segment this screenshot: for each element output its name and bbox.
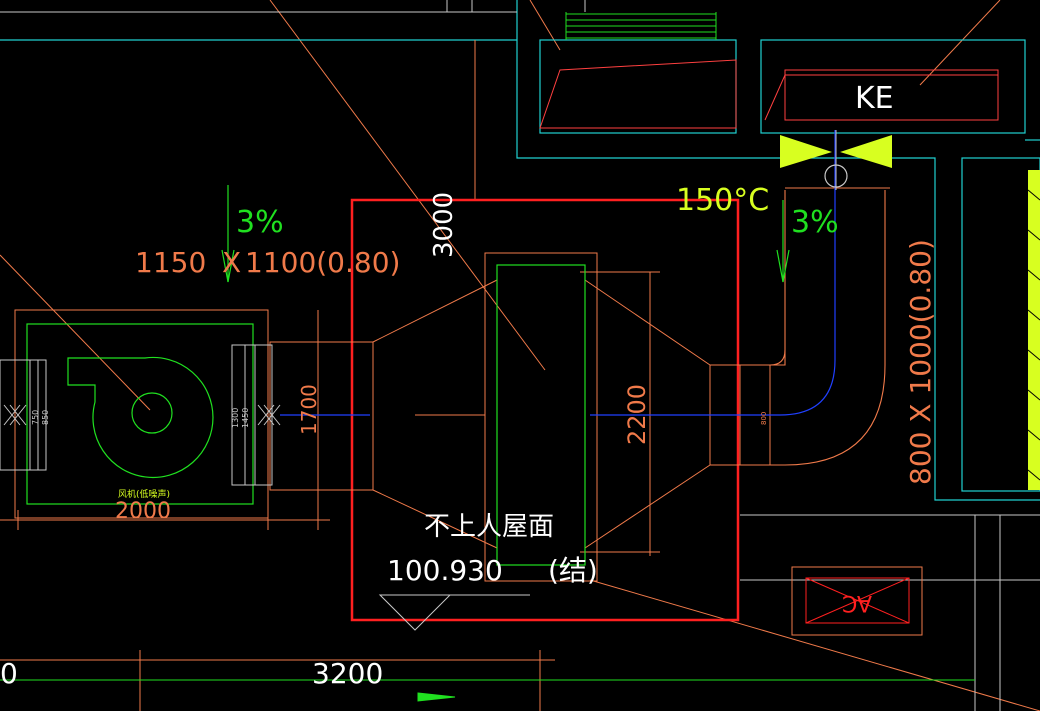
elevation-marker-icon — [378, 594, 452, 631]
dim-3200: 3200 — [312, 657, 383, 690]
fan-unit[interactable] — [0, 309, 281, 519]
elevation-value: 100.930 — [387, 554, 503, 587]
dim-3000: 3000 — [429, 192, 459, 258]
roof-equipment-boundary[interactable] — [350, 198, 740, 622]
ke-label: KE — [855, 81, 894, 116]
dim-2000: 2000 — [115, 499, 171, 524]
small-dim: 800 — [760, 412, 768, 425]
green-dimension-line — [0, 679, 975, 702]
slope-right-label: 3% — [791, 205, 839, 240]
coil-section — [496, 264, 586, 566]
fan-dim-b: 850 — [41, 410, 50, 425]
dim-0: 0 — [0, 657, 18, 690]
duct-right-size: 800 X 1000(0.80) — [904, 239, 937, 485]
duct-left-x-icon: X — [222, 246, 241, 279]
roof-label: 不上人屋面 — [424, 512, 554, 542]
dim-1700: 1700 — [297, 384, 321, 435]
structure-note: (结) — [548, 554, 598, 587]
fan-dim-c: 1300 — [231, 408, 240, 428]
exhaust-hood-shapes — [539, 59, 999, 129]
cyan-outlines — [0, 0, 1040, 501]
duct-centerline — [280, 130, 836, 416]
duct-left-size: 1100(0.80) — [245, 246, 400, 279]
temperature-label: 150°C — [676, 183, 769, 218]
louver-lines — [565, 12, 717, 40]
ac-label: AC — [842, 590, 872, 615]
slope-left-label: 3% — [236, 205, 284, 240]
duct-left-width: 1150 — [135, 246, 206, 279]
slope-arrows — [221, 185, 790, 283]
fan-label: 风机(低噪声) — [118, 488, 170, 500]
side-louver — [1027, 170, 1040, 490]
fire-damper[interactable] — [780, 135, 892, 168]
fan-dim-a: 750 — [31, 410, 40, 425]
ac-unit[interactable] — [791, 566, 923, 636]
dim-2200: 2200 — [623, 384, 651, 445]
fan-dim-d: 1450 — [241, 408, 250, 428]
elbow-duct[interactable] — [769, 190, 886, 466]
dimension-lines — [0, 40, 890, 711]
